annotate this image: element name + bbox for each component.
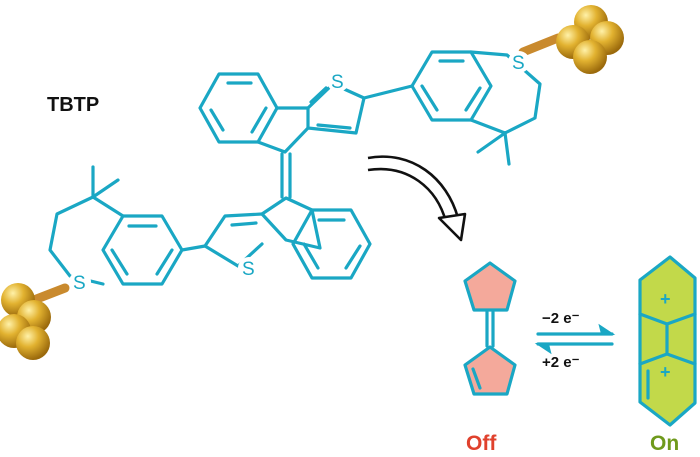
central-double-bond: [280, 152, 292, 199]
lower-molecule-half: [29, 165, 372, 305]
molecule-title: TBTP: [47, 94, 99, 116]
sulfur-atom-lower-thiopyran: S: [73, 273, 86, 294]
on-state-label: On: [650, 432, 679, 455]
sulfur-atom-lower-thiophene: S: [242, 259, 255, 280]
sulfur-atom-upper-thiopyran: S: [512, 53, 525, 74]
cation-plus-upper: +: [660, 289, 671, 309]
upper-thiopyran-benzene: [410, 50, 493, 122]
oxidation-label: −2 e⁻: [542, 310, 580, 327]
off-state-label: Off: [466, 432, 497, 455]
gold-nanoparticle-icon: [0, 283, 51, 360]
equilibrium-arrows-icon: [534, 323, 616, 355]
upper-thiophene-ring: [306, 82, 366, 135]
lower-thiopyran-benzene: [101, 214, 184, 286]
upper-molecule-half: [198, 33, 563, 166]
lower-benzene-ring: [291, 208, 372, 280]
gold-nanoparticle-icon: [556, 5, 624, 74]
sulfur-atom-upper-thiophene: S: [331, 72, 344, 93]
off-state-structure: [463, 261, 517, 396]
reduction-label: +2 e⁻: [542, 354, 580, 371]
on-state-structure: [638, 255, 697, 427]
cation-plus-lower: +: [660, 362, 671, 382]
curved-arrow-icon: [367, 155, 467, 242]
